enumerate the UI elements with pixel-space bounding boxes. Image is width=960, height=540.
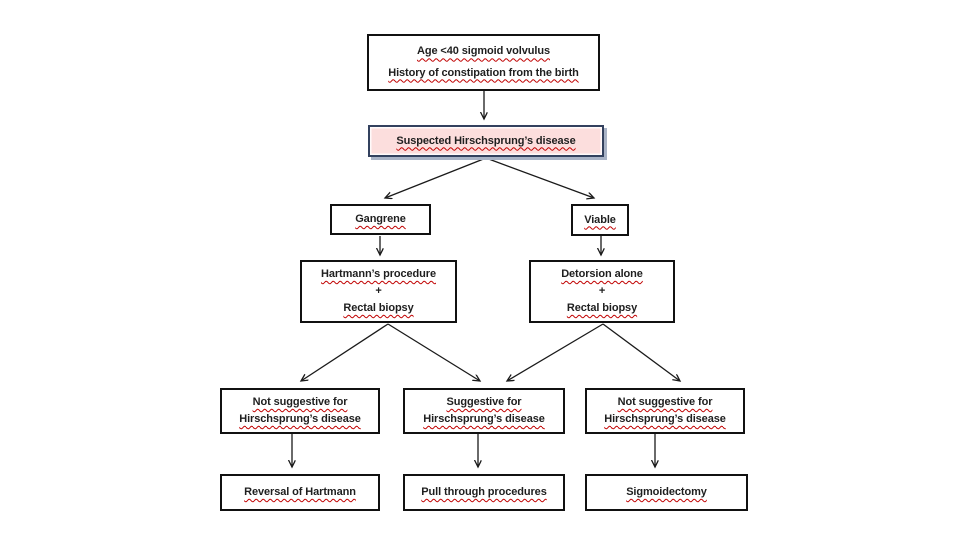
- node-age-history: Age <40 sigmoid volvulus History of cons…: [367, 34, 600, 91]
- node-line: Hirschsprung’s disease: [239, 413, 361, 425]
- node-history-line: History of constipation from the birth: [388, 66, 579, 79]
- node-detorsion-alone: Detorsion alone + Rectal biopsy: [529, 260, 675, 323]
- plus-sign: +: [375, 285, 382, 297]
- plus-sign: +: [598, 285, 606, 297]
- arrow-detorsion-to-suggestive: [507, 323, 604, 381]
- node-line: Not suggestive for: [617, 396, 713, 408]
- node-pull-through-procedures: Pull through procedures: [403, 474, 565, 511]
- node-sigmoidectomy: Sigmoidectomy: [585, 474, 748, 511]
- arrow-hartmann-to-suggestive: [387, 323, 480, 381]
- arrow-hartmann-to-not-suggestive-left: [301, 323, 389, 381]
- arrow-suspected-to-gangrene: [385, 157, 487, 198]
- node-rectal-biopsy-line: Rectal biopsy: [566, 302, 638, 314]
- node-suspected-label: Suspected Hirschsprung’s disease: [396, 134, 576, 147]
- node-gangrene: Gangrene: [330, 204, 431, 235]
- node-line: Suggestive for: [446, 396, 522, 408]
- arrow-detorsion-to-not-suggestive-right: [602, 323, 680, 381]
- node-sigmoidectomy-label: Sigmoidectomy: [626, 486, 707, 498]
- node-not-suggestive-right: Not suggestive for Hirschsprung’s diseas…: [585, 388, 745, 434]
- node-line: Not suggestive for: [252, 396, 348, 408]
- node-reversal-label: Reversal of Hartmann: [244, 486, 356, 498]
- node-viable-label: Viable: [584, 213, 616, 226]
- arrow-suspected-to-viable: [485, 157, 594, 198]
- node-rectal-biopsy-line: Rectal biopsy: [343, 302, 414, 314]
- node-age-line: Age <40 sigmoid volvulus: [416, 45, 550, 58]
- node-hartmann-line: Hartmann’s procedure: [321, 268, 436, 280]
- node-gangrene-label: Gangrene: [355, 213, 406, 225]
- node-suspected-hirschsprung: Suspected Hirschsprung’s disease: [368, 125, 604, 157]
- node-viable: Viable: [571, 204, 629, 236]
- node-detorsion-line: Detorsion alone: [561, 268, 643, 280]
- node-not-suggestive-left: Not suggestive for Hirschsprung’s diseas…: [220, 388, 380, 434]
- node-suggestive: Suggestive for Hirschsprung’s disease: [403, 388, 565, 434]
- node-line: Hirschsprung’s disease: [604, 413, 726, 425]
- node-pull-through-label: Pull through procedures: [421, 486, 547, 498]
- node-hartmann-procedure: Hartmann’s procedure + Rectal biopsy: [300, 260, 457, 323]
- node-line: Hirschsprung’s disease: [423, 413, 545, 425]
- node-reversal-of-hartmann: Reversal of Hartmann: [220, 474, 380, 511]
